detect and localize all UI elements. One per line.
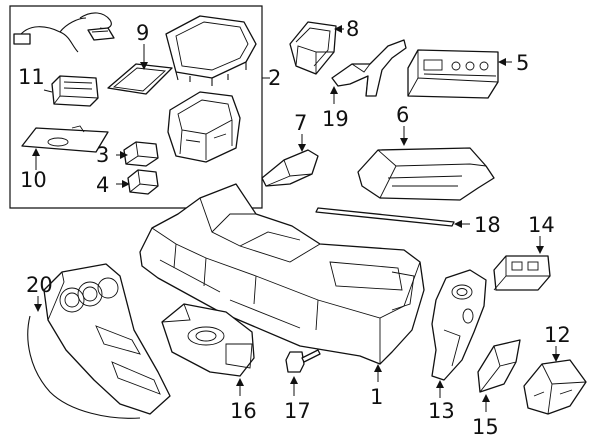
part-18-rod[interactable]: [315, 207, 455, 227]
callout-14: 14: [528, 213, 555, 237]
part-20-seal-strip[interactable]: [27, 315, 141, 419]
callout-15: 15: [472, 415, 499, 439]
part-7-side-trim[interactable]: [261, 149, 319, 187]
callout-2: 2: [268, 66, 281, 90]
part-17-knob[interactable]: [285, 349, 321, 373]
callout-17: 17: [284, 399, 311, 423]
callout-7: 7: [294, 111, 307, 135]
callout-20: 20: [26, 273, 53, 297]
callout-11: 11: [18, 65, 45, 89]
callout-8: 8: [346, 17, 359, 41]
part-14-switch-block[interactable]: [493, 255, 551, 291]
callout-10: 10: [20, 168, 47, 192]
part-6-armrest-lid[interactable]: [357, 147, 495, 201]
part-2-bezel-frame[interactable]: [165, 15, 257, 86]
callout-18: 18: [474, 213, 501, 237]
callout-6: 6: [396, 103, 409, 127]
callout-19: 19: [322, 107, 349, 131]
part-10-wireless-pad[interactable]: [21, 125, 109, 153]
part-19-bracket[interactable]: [331, 39, 407, 97]
callout-16: 16: [230, 399, 257, 423]
part-4-switch[interactable]: [127, 169, 159, 195]
part-11-wire-harness[interactable]: [13, 12, 115, 53]
part-11-control-module[interactable]: [51, 75, 99, 107]
part-2-storage-bin[interactable]: [167, 91, 241, 163]
part-9-tray-mat[interactable]: [107, 63, 173, 95]
callout-5: 5: [516, 51, 529, 75]
part-15-holder[interactable]: [477, 339, 521, 393]
part-20-front-trim[interactable]: [43, 263, 171, 415]
callout-13: 13: [428, 399, 455, 423]
callout-4: 4: [96, 173, 109, 197]
part-16-cup-holder[interactable]: [161, 303, 255, 377]
callout-3: 3: [96, 143, 109, 167]
subassembly-box: [9, 5, 263, 209]
part-8-cup-insert[interactable]: [289, 21, 337, 75]
part-5-control-panel[interactable]: [407, 49, 499, 99]
callout-12: 12: [544, 323, 571, 347]
part-3-switch[interactable]: [123, 141, 159, 167]
part-13-vent-panel[interactable]: [431, 269, 487, 381]
callout-9: 9: [136, 21, 149, 45]
part-12-tray[interactable]: [523, 359, 587, 415]
callout-1: 1: [370, 385, 383, 409]
